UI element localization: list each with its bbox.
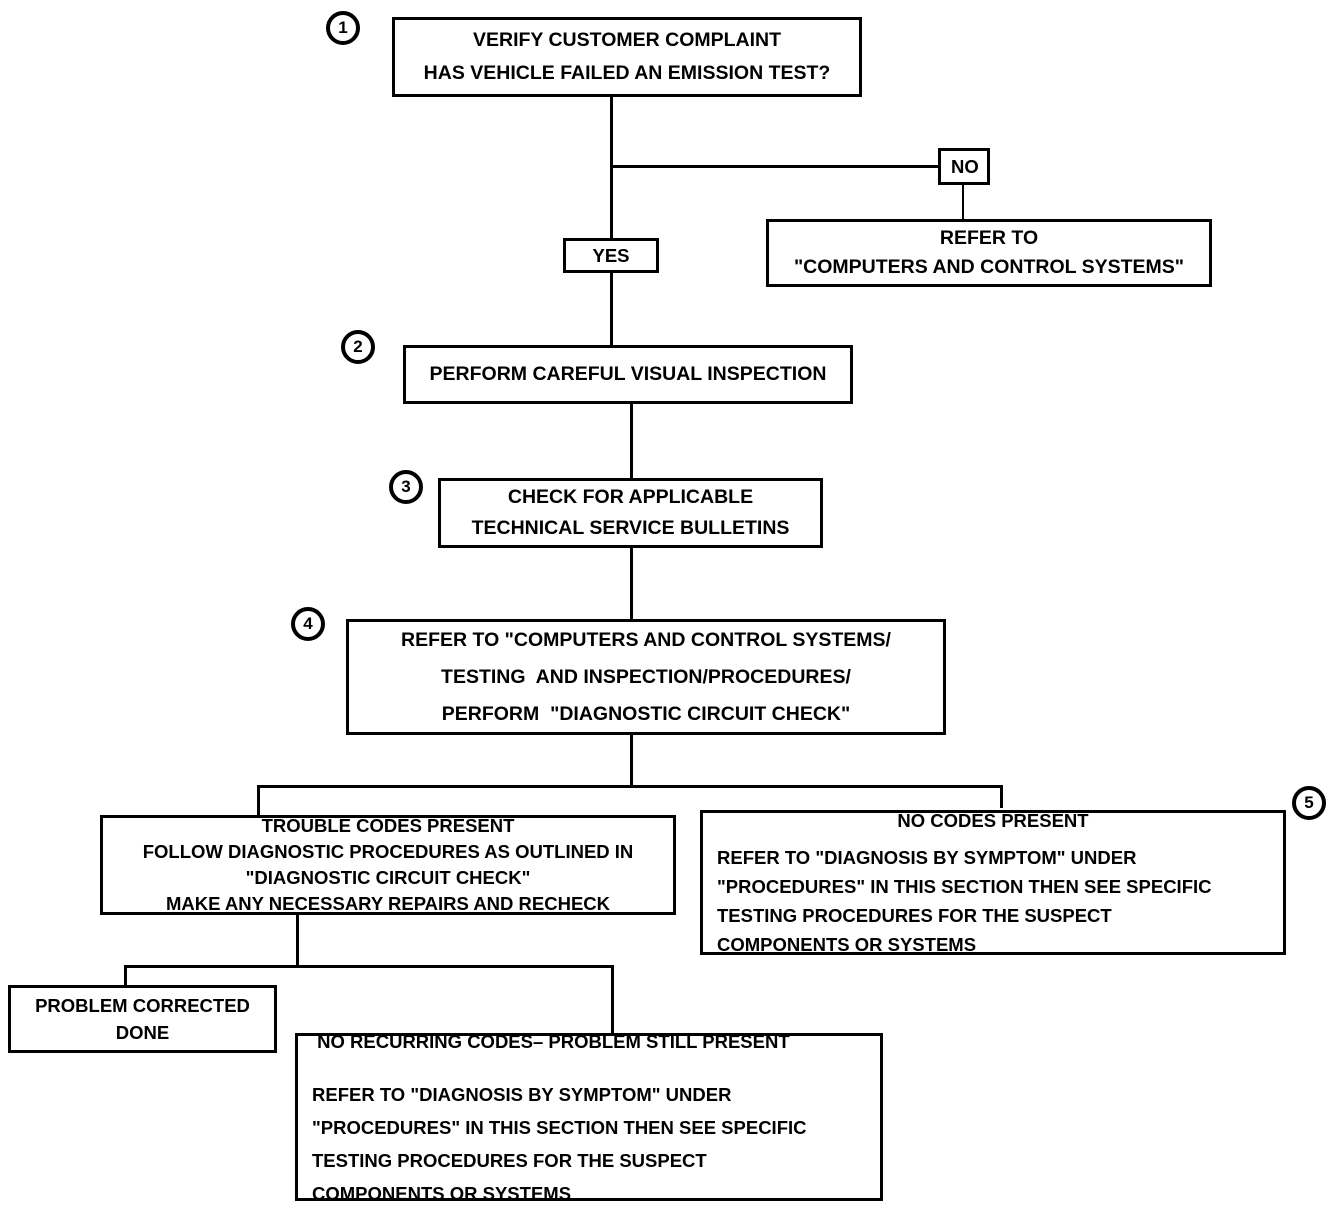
node-line: DONE [115, 1022, 170, 1043]
node-refer-to-computers-and-control-systems[interactable]: REFER TO "COMPUTERS AND CONTROL SYSTEMS" [766, 219, 1212, 287]
connector-branch-right-drop [1000, 785, 1003, 808]
node-line: REFER TO "DIAGNOSIS BY SYMPTOM" UNDER [717, 847, 1137, 868]
node-line: COMPONENTS OR SYSTEMS [312, 1182, 572, 1204]
node-line: "PROCEDURES" IN THIS SECTION THEN SEE SP… [312, 1116, 807, 1138]
node-problem-corrected-done[interactable]: PROBLEM CORRECTED DONE [8, 985, 277, 1053]
node-line: HAS VEHICLE FAILED AN EMISSION TEST? [423, 62, 831, 84]
connector-trouble-codes-down [296, 915, 299, 968]
node-line: REFER TO "COMPUTERS AND CONTROL SYSTEMS/ [401, 628, 891, 651]
node-trouble-codes-present[interactable]: TROUBLE CODES PRESENT FOLLOW DIAGNOSTIC … [100, 815, 676, 915]
node-line: NO [951, 155, 979, 177]
node-line: FOLLOW DIAGNOSTIC PROCEDURES AS OUTLINED… [142, 841, 634, 862]
connector-no-to-refer [962, 185, 964, 220]
connector-branch-left-drop [257, 785, 260, 816]
connector-outcome-left-drop [124, 965, 127, 987]
connector-branch-bar-outcome [124, 965, 614, 968]
connector-circuit-check-down [630, 735, 633, 788]
node-line: PROBLEM CORRECTED [35, 995, 250, 1016]
node-line: YES [592, 244, 630, 266]
node-line: TESTING AND INSPECTION/PROCEDURES/ [441, 665, 851, 688]
node-check-technical-service-bulletins[interactable]: CHECK FOR APPLICABLE TECHNICAL SERVICE B… [438, 478, 823, 548]
connector-inspection-to-bulletins [630, 404, 633, 480]
node-heading: NO CODES PRESENT [897, 810, 1089, 831]
node-line: PERFORM "DIAGNOSTIC CIRCUIT CHECK" [441, 702, 851, 725]
connector-verify-to-split [610, 97, 613, 172]
node-line: TESTING PROCEDURES FOR THE SUSPECT [312, 1149, 707, 1171]
node-no-recurring-codes-problem-still-present[interactable]: NO RECURRING CODES– PROBLEM STILL PRESEN… [295, 1031, 883, 1204]
node-line: TECHNICAL SERVICE BULLETINS [471, 517, 790, 539]
node-no-branch-label[interactable]: NO [938, 148, 990, 185]
node-line: COMPONENTS OR SYSTEMS [717, 934, 977, 955]
node-line: MAKE ANY NECESSARY REPAIRS AND RECHECK [165, 893, 611, 914]
node-line: REFER TO [939, 227, 1039, 249]
node-yes-branch-label[interactable]: YES [563, 238, 659, 273]
node-line: "PROCEDURES" IN THIS SECTION THEN SEE SP… [717, 876, 1212, 897]
step-marker-1: 1 [326, 11, 360, 45]
step-marker-4: 4 [291, 607, 325, 641]
connector-outcome-right-drop [611, 965, 614, 1033]
node-line: TROUBLE CODES PRESENT [261, 815, 515, 836]
node-heading: NO RECURRING CODES– PROBLEM STILL PRESEN… [312, 1030, 790, 1052]
connector-branch-bar-codes [257, 785, 1003, 788]
step-marker-3: 3 [389, 470, 423, 504]
node-line: "COMPUTERS AND CONTROL SYSTEMS" [793, 256, 1185, 278]
step-marker-2: 2 [341, 330, 375, 364]
node-line: PERFORM CAREFUL VISUAL INSPECTION [429, 363, 827, 385]
connector-yes-to-visual-inspection [610, 272, 613, 346]
node-line: REFER TO "DIAGNOSIS BY SYMPTOM" UNDER [312, 1083, 732, 1105]
node-line: CHECK FOR APPLICABLE [507, 486, 754, 508]
node-no-codes-present[interactable]: NO CODES PRESENT REFER TO "DIAGNOSIS BY … [700, 810, 1286, 955]
connector-bulletins-to-circuit-check [630, 548, 633, 620]
connector-split-to-yes [610, 165, 613, 239]
node-perform-careful-visual-inspection[interactable]: PERFORM CAREFUL VISUAL INSPECTION [403, 345, 853, 404]
node-line: TESTING PROCEDURES FOR THE SUSPECT [717, 905, 1112, 926]
node-refer-diagnostic-circuit-check[interactable]: REFER TO "COMPUTERS AND CONTROL SYSTEMS/… [346, 619, 946, 735]
node-line: VERIFY CUSTOMER COMPLAINT [472, 29, 782, 51]
connector-split-to-no [610, 165, 940, 168]
node-line: "DIAGNOSTIC CIRCUIT CHECK" [245, 867, 531, 888]
node-verify-customer-complaint[interactable]: VERIFY CUSTOMER COMPLAINT HAS VEHICLE FA… [392, 17, 862, 97]
step-marker-5: 5 [1292, 786, 1326, 820]
